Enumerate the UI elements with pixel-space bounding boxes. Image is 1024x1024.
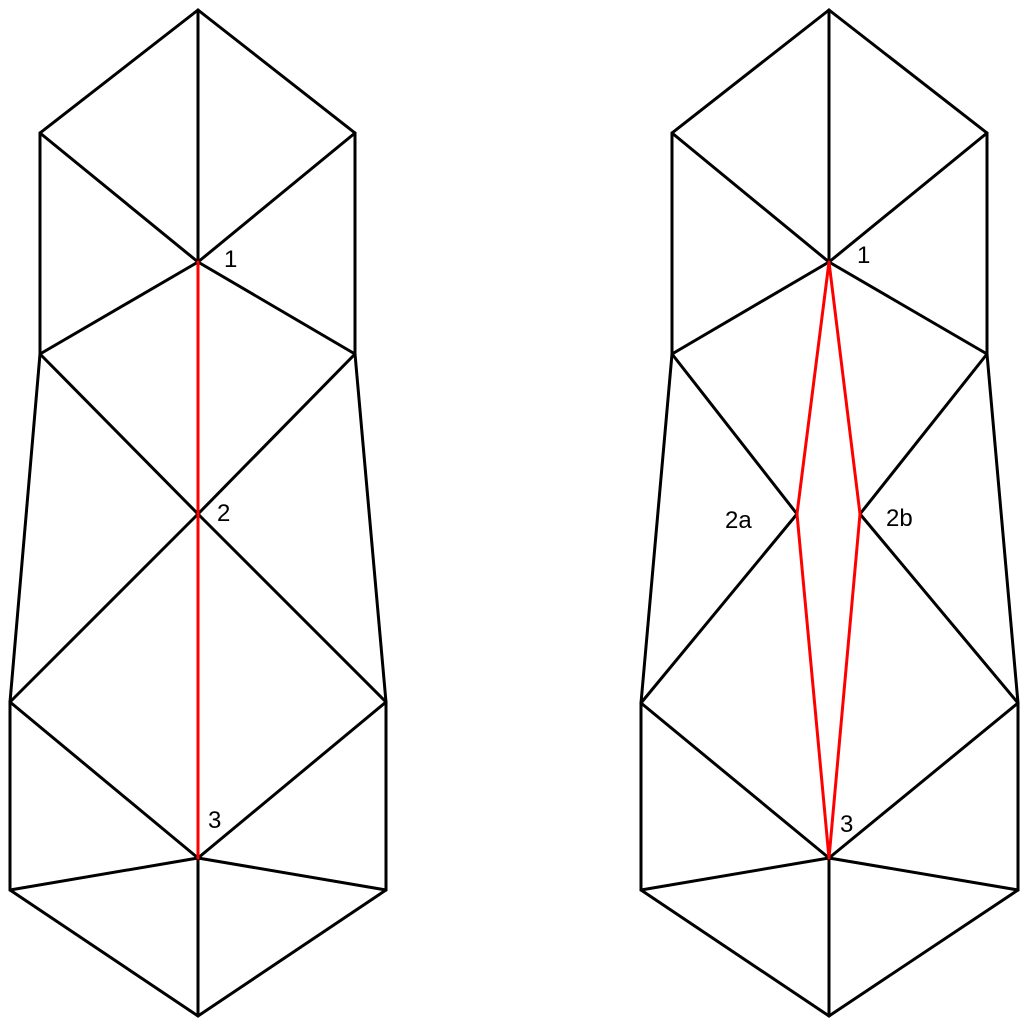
edge (38, 131, 200, 264)
edge (196, 352, 357, 516)
edge (827, 8, 989, 135)
edge (639, 856, 831, 892)
edge (8, 352, 42, 704)
edge (196, 260, 357, 356)
right-mesh-edges (639, 8, 1020, 1018)
edge (8, 888, 200, 1018)
edge (985, 352, 1020, 705)
edge (639, 512, 799, 705)
right-vertex-label-2a: 2a (725, 507, 752, 534)
edge (8, 512, 200, 704)
edge (670, 8, 831, 135)
edge (639, 888, 831, 1018)
edge (639, 701, 831, 860)
edge (196, 856, 388, 892)
edge (353, 352, 388, 704)
edge (670, 260, 831, 356)
left-mesh: 1 2 3 (8, 8, 388, 1018)
edge (196, 512, 388, 704)
edge (8, 700, 200, 860)
edge (858, 512, 1020, 705)
edge (38, 352, 200, 516)
right-vertex-label-1: 1 (857, 242, 870, 269)
edge (827, 701, 1020, 860)
edge (196, 131, 357, 264)
edge (670, 352, 799, 516)
edge (827, 131, 989, 264)
left-vertex-label-2: 2 (217, 500, 230, 527)
edge (196, 700, 388, 860)
edge (38, 8, 200, 135)
right-mesh: 1 2a 2b 3 (639, 8, 1020, 1018)
edge (827, 260, 989, 356)
left-vertex-label-3: 3 (208, 807, 221, 834)
right-vertex-label-3: 3 (840, 811, 853, 838)
right-highlighted-split (795, 260, 862, 860)
edge (827, 856, 1020, 892)
right-vertex-label-2b: 2b (886, 505, 913, 532)
edge (858, 352, 989, 516)
edge (196, 8, 357, 135)
edge (38, 260, 200, 356)
edge (670, 131, 831, 264)
edge (639, 352, 674, 705)
edge (827, 888, 1020, 1018)
edge (8, 856, 200, 892)
edge (196, 888, 388, 1018)
left-vertex-label-1: 1 (224, 246, 237, 273)
left-mesh-edges (8, 8, 388, 1018)
